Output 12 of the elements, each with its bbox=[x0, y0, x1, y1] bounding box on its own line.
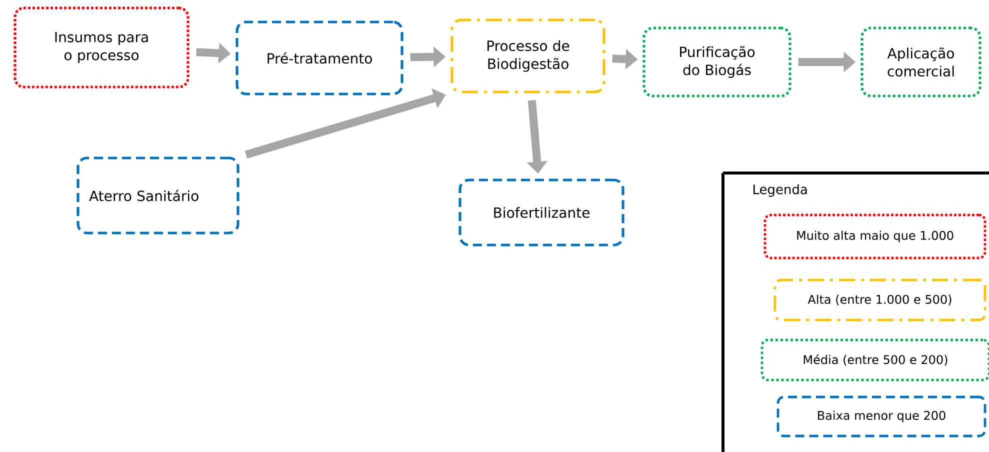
legend-item: Alta (entre 1.000 e 500) bbox=[774, 278, 986, 322]
process-box: Purificação do Biogás bbox=[642, 26, 792, 98]
legend-title: Legenda bbox=[753, 184, 807, 197]
process-box: Aplicação comercial bbox=[860, 26, 982, 98]
legend-item: Muito alta maio que 1.000 bbox=[764, 214, 986, 260]
process-box: Aterro Sanitário bbox=[76, 156, 240, 234]
process-box: Pré-tratamento bbox=[236, 20, 404, 96]
process-box: Biofertilizante bbox=[458, 178, 624, 246]
legend-item: Baixa menor que 200 bbox=[776, 396, 986, 438]
process-box: Insumos para o processo bbox=[14, 6, 190, 88]
legend-item: Média (entre 500 e 200) bbox=[760, 338, 989, 382]
process-box: Processo de Biodigestão bbox=[450, 18, 606, 94]
